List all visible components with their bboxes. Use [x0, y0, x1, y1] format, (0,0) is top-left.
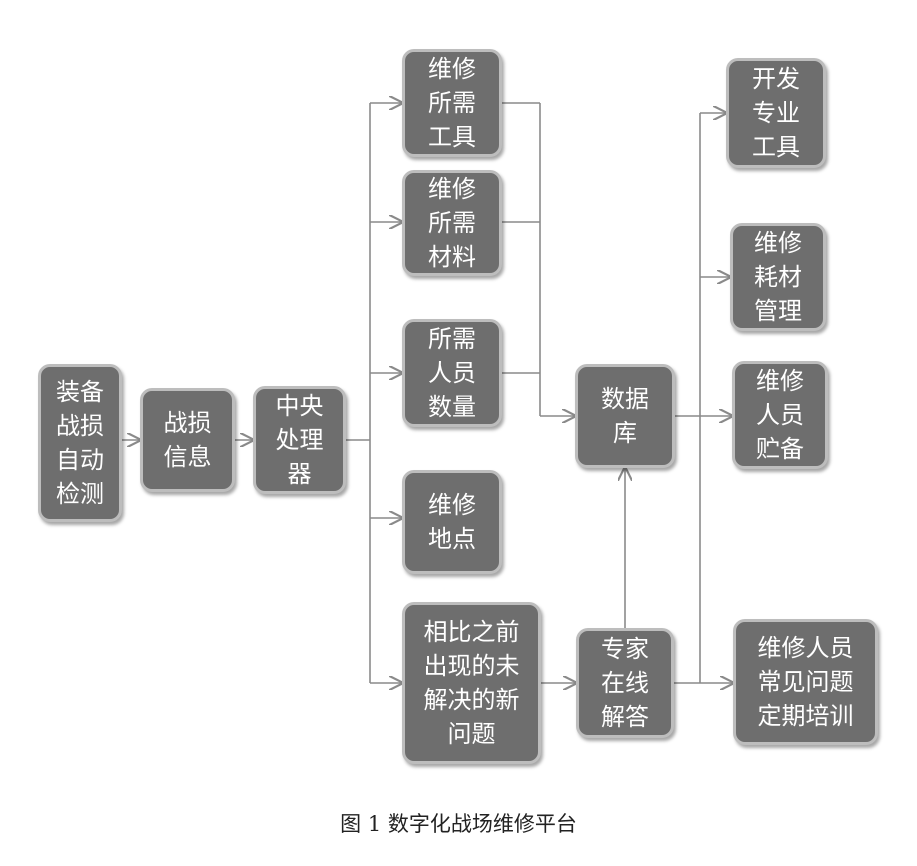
node-label-line: 问题 [447, 720, 496, 748]
node-label-line: 装备 [56, 378, 104, 406]
node-label-line: 维修 [756, 367, 804, 395]
node-dev-tools: 开发专业工具 [726, 58, 826, 168]
node-label-line: 管理 [754, 297, 802, 325]
node-label-line: 人员 [756, 401, 804, 429]
node-label-line: 数据 [601, 385, 649, 413]
node-tools: 维修所需工具 [402, 49, 502, 157]
node-training: 维修人员常见问题定期培训 [733, 619, 878, 745]
node-database: 数据库 [575, 364, 675, 468]
node-label-line: 数量 [428, 393, 476, 421]
node-label-line: 自动 [56, 446, 104, 474]
node-consumables: 维修耗材管理 [730, 223, 826, 331]
node-expert: 专家在线解答 [576, 628, 674, 738]
node-personnel: 所需人员数量 [402, 319, 502, 427]
node-label-line: 耗材 [754, 263, 802, 291]
node-label-line: 定期培训 [757, 702, 854, 730]
node-auto-detect: 装备战损自动检测 [38, 364, 122, 522]
node-central-processor: 中央处理器 [253, 386, 346, 494]
node-label-line: 工具 [752, 133, 800, 161]
node-label-line: 人员 [428, 359, 476, 387]
node-label-line: 信息 [163, 443, 212, 471]
node-label-line: 所需 [428, 325, 476, 353]
node-label-line: 维修 [428, 55, 476, 83]
node-label-line: 相比之前 [423, 618, 520, 646]
node-label-line: 检测 [56, 480, 104, 508]
node-label-line: 战损 [163, 409, 212, 437]
node-label-line: 解决的新 [423, 686, 520, 714]
node-label-line: 维修 [428, 491, 476, 519]
node-location: 维修地点 [402, 470, 502, 574]
node-new-problems: 相比之前出现的未解决的新问题 [402, 602, 541, 764]
node-label-line: 专业 [752, 99, 800, 127]
node-label-line: 维修 [428, 175, 476, 203]
node-reserve: 维修人员贮备 [732, 361, 828, 469]
node-label-line: 贮备 [756, 435, 804, 463]
node-damage-info: 战损信息 [140, 388, 235, 492]
node-label-line: 地点 [428, 525, 476, 553]
node-label-line: 中央 [275, 392, 324, 420]
figure-caption: 图 1 数字化战场维修平台 [340, 812, 577, 836]
node-label-line: 器 [287, 460, 312, 488]
node-label-line: 工具 [428, 123, 476, 151]
node-label-line: 维修人员 [757, 634, 854, 662]
node-label-line: 所需 [428, 89, 476, 117]
node-label-line: 解答 [601, 703, 649, 731]
node-label-line: 材料 [428, 243, 476, 271]
node-label-line: 维修 [754, 229, 802, 257]
node-label-line: 专家 [601, 635, 649, 663]
node-label-line: 处理 [275, 426, 324, 454]
node-materials: 维修所需材料 [402, 170, 502, 276]
node-label-line: 战损 [56, 412, 104, 440]
node-label-line: 所需 [428, 209, 476, 237]
node-label-line: 常见问题 [757, 668, 854, 696]
node-label-line: 出现的未 [423, 652, 520, 680]
node-label-line: 开发 [752, 65, 800, 93]
node-label-line: 库 [613, 419, 637, 447]
node-label-line: 在线 [601, 669, 649, 697]
